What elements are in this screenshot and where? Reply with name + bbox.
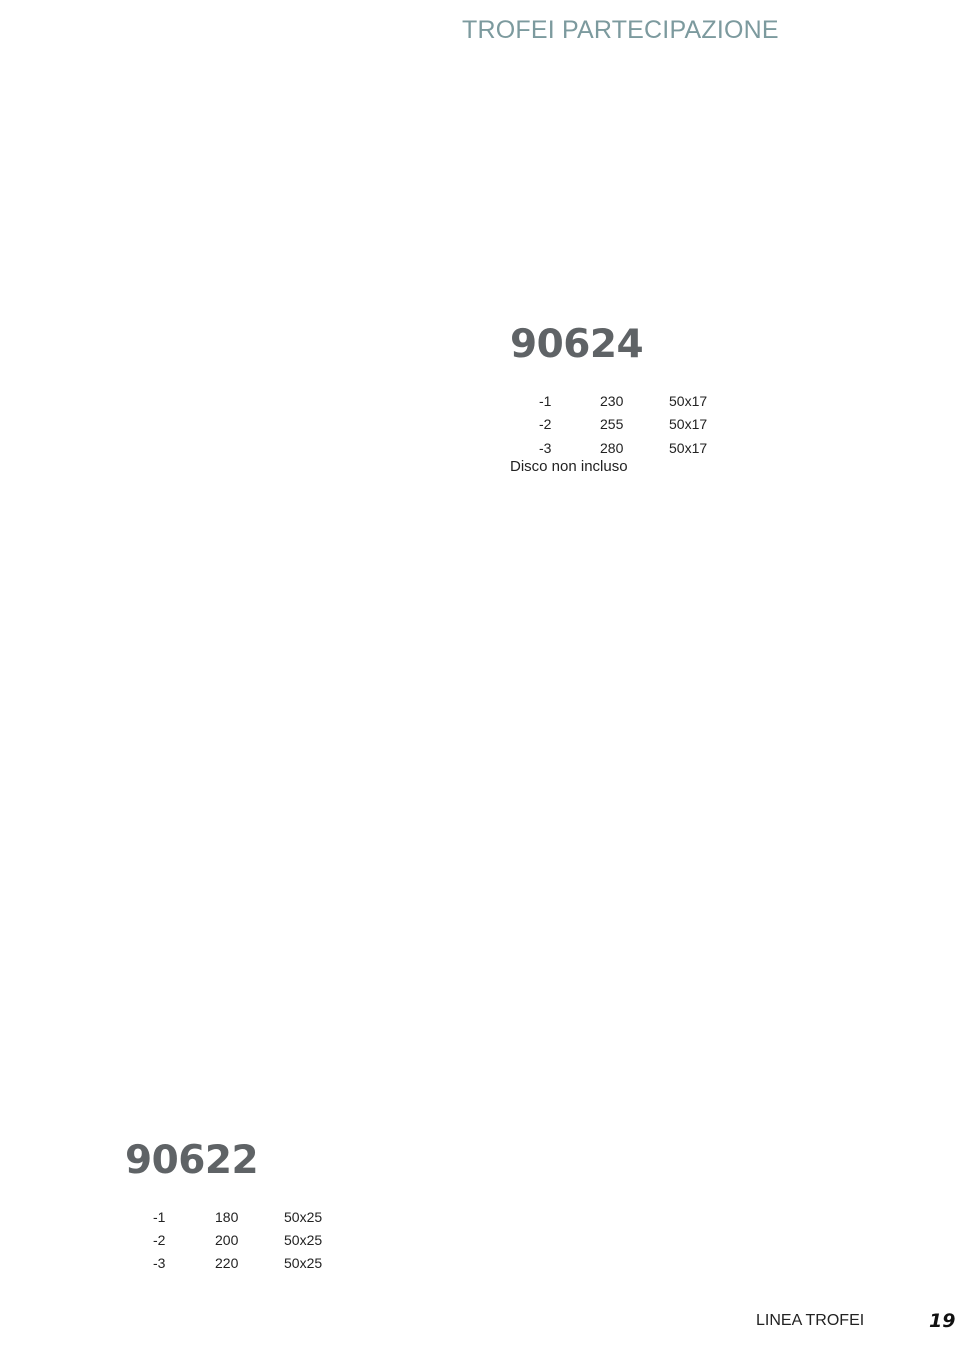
variant: -1: [153, 1209, 166, 1225]
size: 50x25: [284, 1209, 323, 1225]
size: 50x17: [669, 440, 708, 456]
footer-section: LINEA TROFEI: [756, 1312, 865, 1329]
table-row: -2 255 50x17: [0, 416, 970, 439]
table-row: -2 200 50x25: [0, 1232, 970, 1255]
table-row: -3 220 50x25: [0, 1255, 970, 1278]
product-note: Disco non incluso: [510, 458, 628, 475]
product-code: 90624: [510, 322, 644, 367]
table-row: -3 280 50x17: [0, 440, 970, 463]
page-number: 19: [929, 1310, 956, 1332]
size: 50x17: [669, 393, 708, 409]
variant: -2: [153, 1232, 166, 1248]
height: 220: [215, 1255, 239, 1271]
product-code: 90622: [125, 1138, 259, 1183]
variant: -3: [153, 1255, 166, 1271]
variant: -3: [539, 440, 552, 456]
table-row: -1 230 50x17: [0, 393, 970, 416]
height: 255: [600, 416, 624, 432]
height: 280: [600, 440, 624, 456]
height: 200: [215, 1232, 239, 1248]
page-title: TROFEI PARTECIPAZIONE: [462, 16, 779, 44]
variant: -2: [539, 416, 552, 432]
size: 50x25: [284, 1255, 323, 1271]
size: 50x17: [669, 416, 708, 432]
table-row: -1 180 50x25: [0, 1209, 970, 1232]
height: 230: [600, 393, 624, 409]
variant: -1: [539, 393, 552, 409]
height: 180: [215, 1209, 239, 1225]
size: 50x25: [284, 1232, 323, 1248]
